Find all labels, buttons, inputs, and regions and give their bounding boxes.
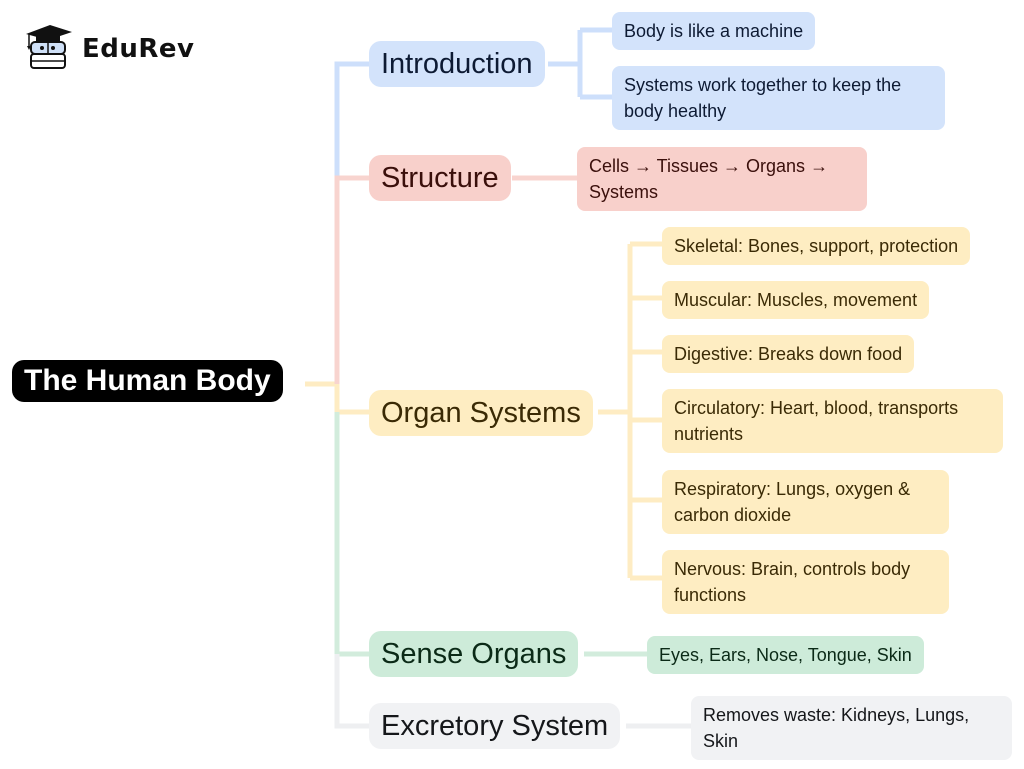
leaf-digestive[interactable]: Digestive: Breaks down food — [662, 335, 915, 373]
connector-organ-systems-children — [598, 241, 662, 581]
connector-introduction — [334, 61, 370, 384]
root-node[interactable]: The Human Body — [12, 360, 283, 402]
leaf-label: Cells → Tissues → Organs → Systems — [589, 156, 829, 202]
leaf-systems-work-together[interactable]: Systems work together to keep the body h… — [612, 66, 945, 130]
root-label: The Human Body — [24, 364, 271, 397]
leaf-label: Eyes, Ears, Nose, Tongue, Skin — [659, 645, 912, 665]
leaf-respiratory[interactable]: Respiratory: Lungs, oxygen & carbon diox… — [662, 470, 949, 534]
brand-name: EduRev — [82, 33, 195, 64]
leaf-muscular[interactable]: Muscular: Muscles, movement — [662, 281, 930, 319]
branch-label: Organ Systems — [381, 397, 581, 429]
leaf-removes-waste[interactable]: Removes waste: Kidneys, Lungs, Skin — [691, 696, 1012, 760]
leaf-body-machine[interactable]: Body is like a machine — [612, 12, 816, 50]
branch-structure[interactable]: Structure — [369, 155, 511, 201]
connector-sense-organs — [334, 412, 370, 657]
leaf-circulatory[interactable]: Circulatory: Heart, blood, transports nu… — [662, 389, 1003, 453]
leaf-sense-list[interactable]: Eyes, Ears, Nose, Tongue, Skin — [647, 636, 924, 674]
branch-organ-systems[interactable]: Organ Systems — [369, 390, 593, 436]
branch-label: Sense Organs — [381, 638, 567, 670]
graduate-mascot-icon — [22, 22, 74, 75]
branch-label: Structure — [381, 162, 499, 194]
leaf-nervous[interactable]: Nervous: Brain, controls body functions — [662, 550, 949, 614]
branch-label: Introduction — [381, 48, 533, 80]
edurev-logo[interactable]: EduRev — [22, 22, 194, 75]
branch-sense-organs[interactable]: Sense Organs — [369, 631, 579, 677]
leaf-label: Respiratory: Lungs, oxygen & carbon diox… — [674, 479, 911, 525]
leaf-skeletal[interactable]: Skeletal: Bones, support, protection — [662, 227, 971, 265]
branch-label: Excretory System — [381, 710, 609, 742]
leaf-label: Circulatory: Heart, blood, transports nu… — [674, 398, 959, 444]
connector-introduction-children — [548, 27, 612, 100]
leaf-label: Body is like a machine — [624, 21, 804, 41]
leaf-label: Systems work together to keep the body h… — [624, 75, 902, 121]
branch-excretory-system[interactable]: Excretory System — [369, 703, 621, 749]
leaf-label: Skeletal: Bones, support, protection — [674, 236, 959, 256]
leaf-label: Nervous: Brain, controls body functions — [674, 559, 911, 605]
branch-introduction[interactable]: Introduction — [369, 41, 545, 87]
leaf-cells-hierarchy[interactable]: Cells → Tissues → Organs → Systems — [577, 147, 867, 211]
leaf-label: Muscular: Muscles, movement — [674, 290, 918, 310]
leaf-label: Digestive: Breaks down food — [674, 344, 903, 364]
leaf-label: Removes waste: Kidneys, Lungs, Skin — [703, 705, 970, 751]
connector-excretory — [334, 654, 370, 729]
connector-organ-systems — [334, 384, 370, 415]
connector-structure — [334, 175, 370, 384]
